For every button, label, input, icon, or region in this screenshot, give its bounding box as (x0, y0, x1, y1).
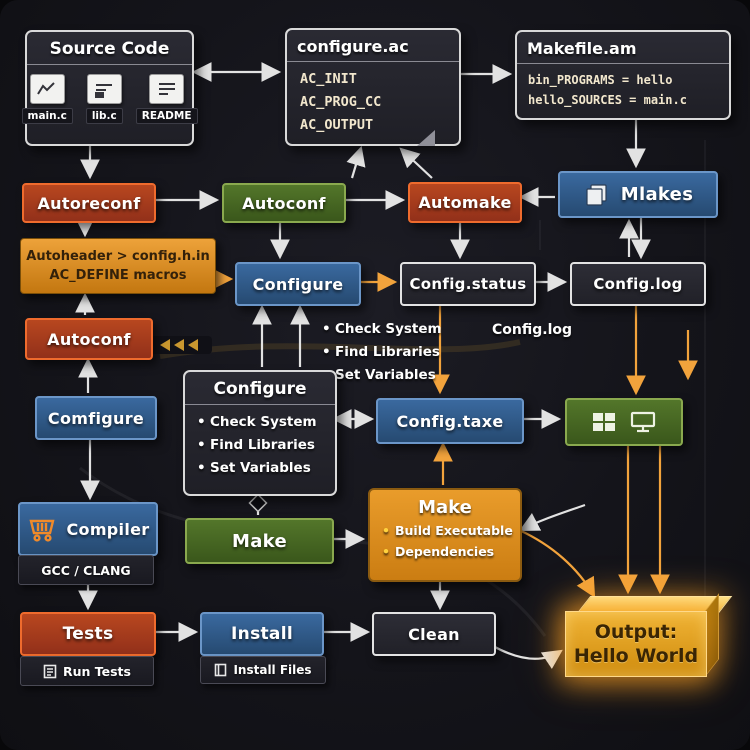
makefiles-label: Mlakes (620, 184, 694, 205)
install-files-chip: Install Files (200, 656, 326, 684)
makefiles-node: Mlakes (558, 171, 718, 218)
config-log-node: Config.log (570, 262, 706, 306)
autoconf-node-left: Autoconf (25, 318, 153, 360)
make-node: Make (185, 518, 334, 564)
comfigure-node: Comfigure (35, 396, 157, 440)
compiler-label: Compiler (66, 519, 150, 539)
autoreconf-node: Autoreconf (22, 183, 156, 223)
automake-node: Automake (408, 182, 522, 223)
config-log-text: Config.log (492, 322, 573, 338)
tests-node: Tests (20, 612, 156, 656)
monitor-icon (629, 410, 657, 434)
checklist-item: Check System (322, 318, 472, 341)
configure-detail-title: Configure (185, 372, 335, 405)
run-tests-label: Run Tests (63, 663, 131, 679)
compiler-node: Compiler (18, 502, 158, 556)
config-status-node: Config.status (400, 262, 536, 306)
configure-detail-panel: Configure Check System Find Libraries Se… (183, 370, 337, 496)
output-line2: Hello World (573, 645, 699, 667)
output-box-front-face: Output: Hello World (565, 611, 707, 677)
configure-ac-line: AC_OUTPUT (300, 117, 374, 133)
source-files: main.c lib.c README (21, 65, 198, 124)
configure-detail-item: Check System (197, 411, 335, 434)
make-detail-item: Dependencies (382, 541, 520, 562)
configure-ac-title: configure.ac (287, 30, 459, 62)
output-line1: Output: (594, 621, 678, 643)
makefile-am-line: bin_PROGRAMS = hello (528, 73, 673, 87)
file-main-c: main.c (21, 74, 73, 124)
run-tests-chip: Run Tests (20, 656, 154, 686)
source-code-title: Source Code (27, 32, 192, 65)
gcc-clang-chip: GCC / CLANG (18, 555, 154, 585)
autoheader-line1: Autoheader > config.h.in (26, 249, 210, 264)
make-detail-title: Make (418, 497, 472, 518)
clean-node: Clean (372, 612, 496, 656)
source-code-panel: Source Code main.c lib.c README (21, 30, 198, 146)
file-readme: README (135, 74, 198, 124)
install-files-icon (214, 663, 227, 677)
file-icon-main-c (29, 74, 65, 104)
page-fold-icon (417, 130, 435, 146)
makefile-am-panel: Makefile.am bin_PROGRAMS = hello hello_S… (515, 30, 731, 120)
file-icon-lib-c (86, 74, 122, 104)
configure-ac-line: AC_INIT (300, 71, 357, 87)
makefile-am-line: hello_SOURCES = main.c (528, 93, 687, 107)
output-box: Output: Hello World (565, 593, 733, 680)
configure-detail-list: Check System Find Libraries Set Variable… (185, 405, 335, 480)
configure-detail-item: Set Variables (197, 457, 335, 480)
floating-checklist: Check System Find Libraries Set Variable… (310, 312, 472, 387)
install-files-label: Install Files (233, 663, 312, 677)
document-icon (43, 664, 57, 679)
files-stack-icon (583, 183, 611, 207)
file-icon-readme (149, 74, 185, 104)
autoheader-line2: AC_DEFINE macros (49, 268, 187, 283)
checklist-item: Find Libraries (322, 341, 472, 364)
windows-icon (591, 410, 617, 434)
file-label: README (135, 108, 198, 124)
install-node: Install (200, 612, 324, 656)
configure-ac-line: AC_PROG_CC (300, 94, 382, 110)
autoheader-banner: Autoheader > config.h.in AC_DEFINE macro… (20, 238, 216, 294)
flow-diamond (248, 493, 268, 513)
file-lib-c: lib.c (85, 74, 123, 124)
file-label: lib.c (85, 108, 123, 124)
make-detail-panel: Make Build Executable Dependencies (368, 488, 522, 582)
config-taxe-node: Config.taxe (376, 398, 524, 444)
configure-ac-panel: configure.ac AC_INIT AC_PROG_CC AC_OUTPU… (285, 28, 461, 146)
autoconf-node-top: Autoconf (222, 183, 346, 223)
cart-icon (27, 514, 59, 544)
configure-detail-item: Find Libraries (197, 434, 335, 457)
checklist-item: Set Variables (322, 364, 472, 387)
platforms-node (565, 398, 683, 446)
configure-node-mid: Configure (235, 262, 361, 306)
makefile-am-title: Makefile.am (517, 32, 729, 64)
make-detail-item: Build Executable (382, 520, 520, 541)
file-label: main.c (21, 108, 73, 124)
chevrons-decoration (148, 336, 212, 354)
make-detail-list: Build Executable Dependencies (370, 518, 520, 562)
